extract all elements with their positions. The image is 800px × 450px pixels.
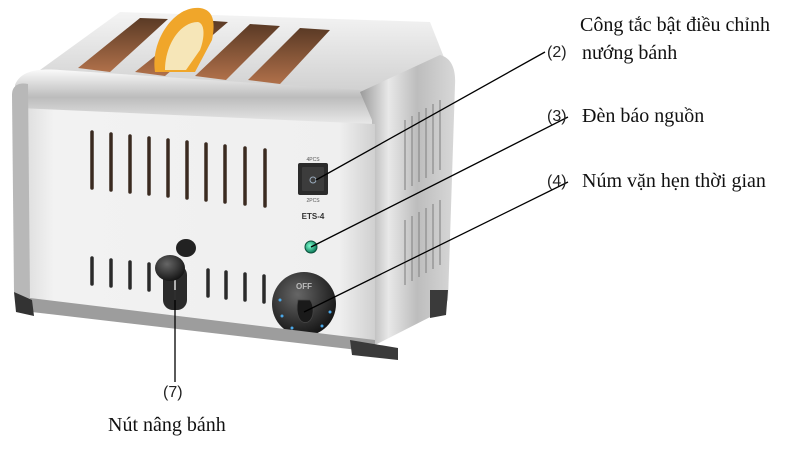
bread-slot [248,28,330,84]
bread-lift-lever[interactable] [155,239,196,310]
bread-slot [195,24,280,80]
timer-dial[interactable]: OFF [272,272,336,336]
callout-line-4 [303,181,569,313]
dial-off-marking: OFF [296,282,312,291]
model-marking: ETS-4 [302,212,325,221]
switch-bottom-marking: 2PCS [306,198,320,204]
power-selector-switch[interactable]: 4PCS 2PCS [298,157,328,204]
upper-vents [90,130,267,208]
callout-2-line1: Công tắc bật điều chỉnh [580,14,770,36]
callout-4-text: Núm vặn hẹn thời gian [582,170,766,192]
callout-7-number: (7) [163,384,183,401]
toaster-top [40,7,445,95]
callout-2-number: (2) [547,44,567,61]
callout-lines [174,51,569,382]
callout-3-text: Đèn báo nguồn [582,105,705,127]
callout-line-3 [310,116,569,248]
base [14,290,448,360]
callout-line-2 [315,51,546,181]
left-end-cap [12,83,30,300]
callout-7-text: Nút nâng bánh [108,414,226,436]
bread-slot [78,18,168,72]
callout-3-number: (3) [547,108,567,125]
switch-top-marking: 4PCS [306,157,320,163]
front-rim [15,69,378,125]
callout-4-number: (4) [547,173,567,190]
callout-2-line2: nướng bánh [582,42,678,64]
lower-vents [90,256,266,304]
bread-slice [154,7,214,72]
